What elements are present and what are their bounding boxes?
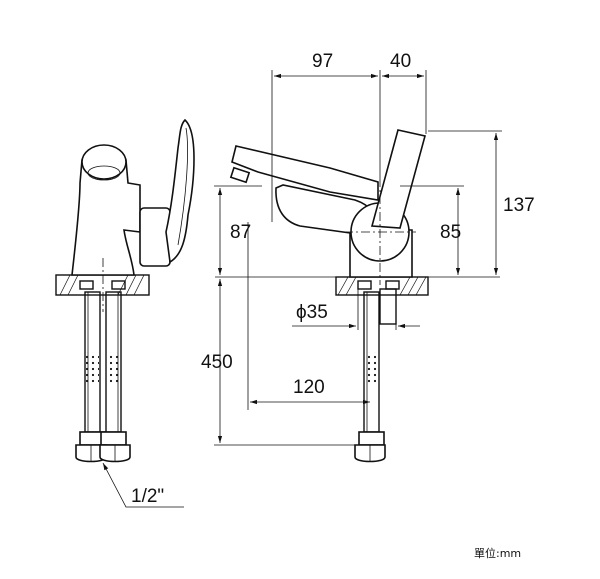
countertop-section-right xyxy=(335,276,429,296)
thread-leader-line xyxy=(102,462,184,508)
thread-size-label: 1/2" xyxy=(131,486,164,507)
dim-label-40: 40 xyxy=(390,51,411,72)
aerator-front xyxy=(81,144,127,180)
countertop-section-left xyxy=(55,274,150,296)
spout-side xyxy=(231,145,379,201)
spout-aerator-side xyxy=(229,166,251,184)
faucet-body-front xyxy=(71,159,141,276)
lever-handle-front xyxy=(165,118,195,264)
front-view: 1/2" xyxy=(55,118,195,508)
supply-hoses-front xyxy=(75,280,131,463)
lever-handle-side xyxy=(370,129,426,229)
dim-label-137: 137 xyxy=(503,195,535,216)
countertop-hatch-left xyxy=(59,274,145,296)
countertop-hatch-right xyxy=(337,276,427,296)
cartridge-housing-front xyxy=(139,207,171,267)
supply-pipe-side xyxy=(354,280,400,463)
dim-label-diameter: ϕ35 xyxy=(296,302,328,323)
dim-label-87: 87 xyxy=(230,222,251,243)
side-view: 97 40 137 85 87 ϕ35 450 120 xyxy=(201,51,535,463)
dim-label-85: 85 xyxy=(440,222,461,243)
dim-label-120: 120 xyxy=(293,377,325,398)
dim-label-97: 97 xyxy=(312,51,333,72)
dim-label-450: 450 xyxy=(201,352,233,373)
unit-note: 單位:mm xyxy=(474,546,521,560)
